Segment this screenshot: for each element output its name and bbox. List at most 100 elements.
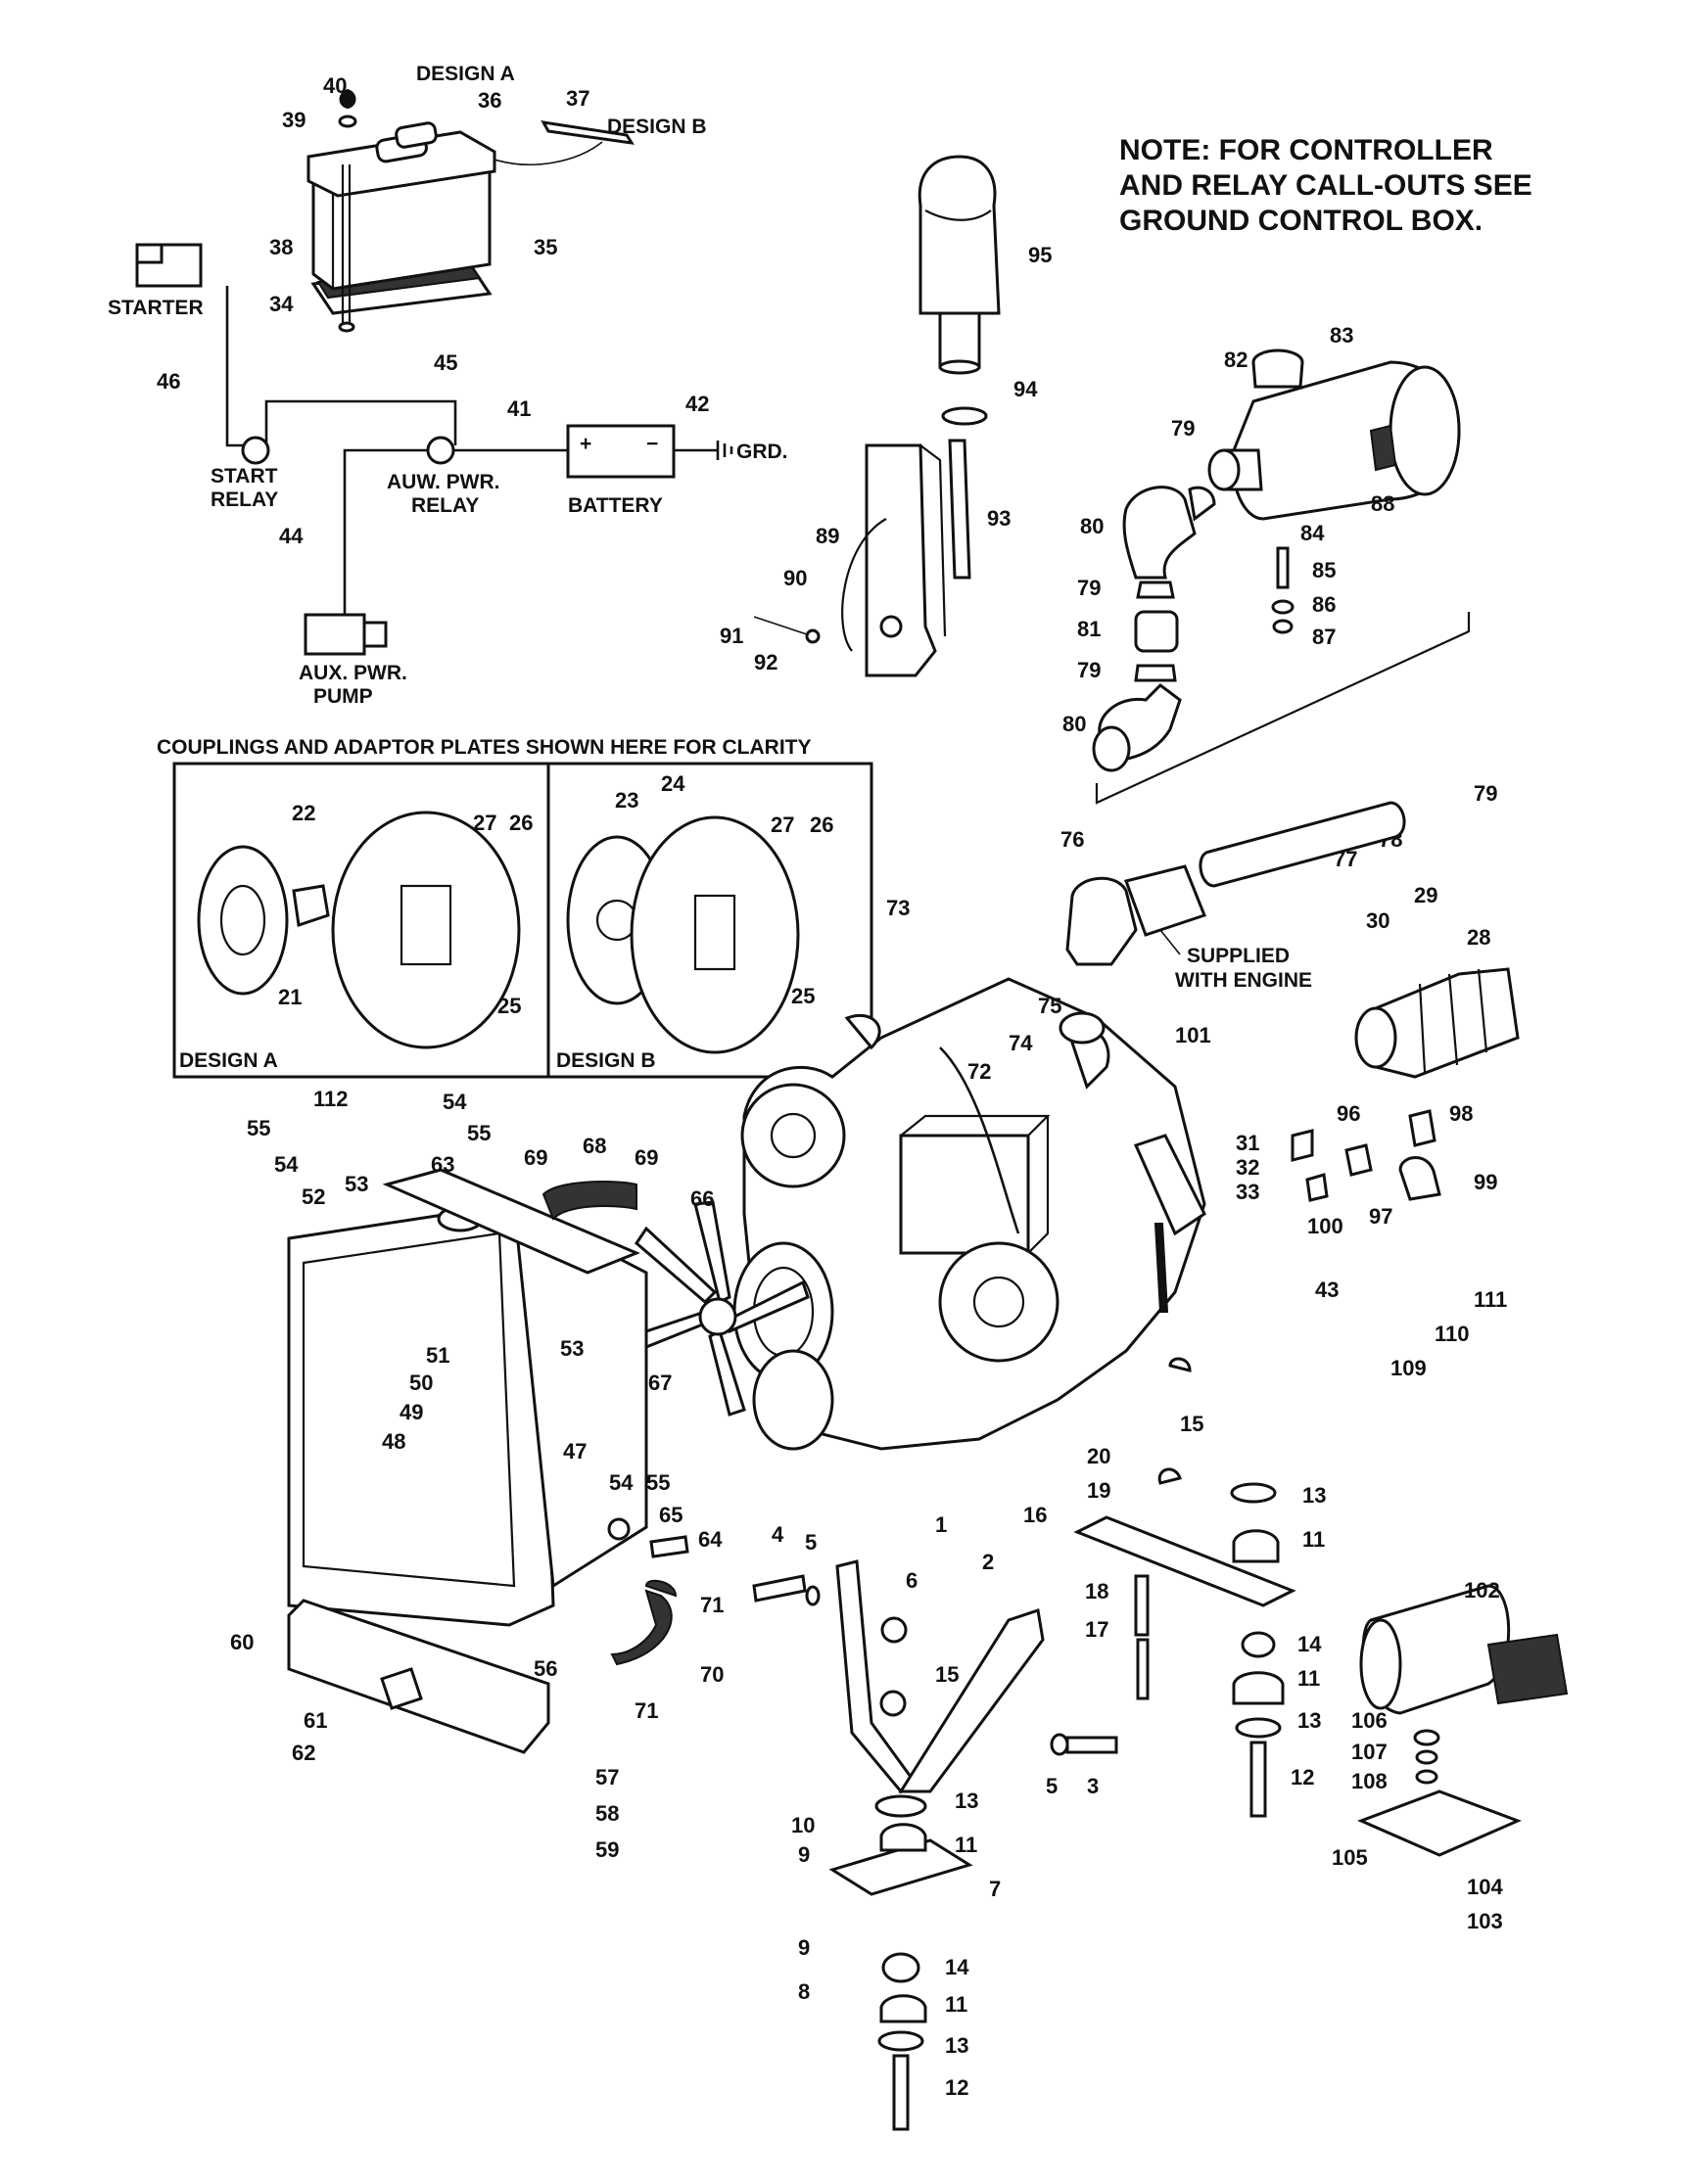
callout-81: 81 <box>1077 617 1101 641</box>
callout-89: 89 <box>816 524 839 548</box>
alternator <box>938 1241 1059 1363</box>
callout-13c: 13 <box>955 1789 978 1813</box>
callout-67: 67 <box>648 1371 672 1395</box>
callout-33: 33 <box>1236 1180 1259 1204</box>
muffler <box>918 155 1001 315</box>
battery-hold-down <box>306 130 496 198</box>
callout-29: 29 <box>1414 883 1437 907</box>
callout-5b: 5 <box>1046 1774 1058 1798</box>
callout-27a: 27 <box>473 811 496 835</box>
callout-4: 4 <box>772 1522 784 1547</box>
callout-1: 1 <box>935 1512 947 1537</box>
callout-12b: 12 <box>945 2075 968 2100</box>
callout-93: 93 <box>987 506 1011 531</box>
callout-84: 84 <box>1300 521 1325 545</box>
callout-32: 32 <box>1236 1155 1259 1180</box>
mount-rail <box>1073 1515 1296 1607</box>
label-start-relay-2: RELAY <box>211 488 278 511</box>
callout-55a: 55 <box>247 1116 270 1140</box>
callout-55b: 55 <box>467 1121 491 1145</box>
callout-72: 72 <box>967 1059 991 1084</box>
callout-96: 96 <box>1337 1101 1360 1126</box>
callout-21: 21 <box>278 985 302 1009</box>
callout-66: 66 <box>690 1186 714 1211</box>
callout-61: 61 <box>304 1708 327 1733</box>
callout-10: 10 <box>791 1813 815 1837</box>
callout-14a: 14 <box>1297 1632 1322 1656</box>
callout-25b: 25 <box>791 984 815 1008</box>
callout-71b: 71 <box>635 1698 658 1723</box>
fan-shroud-top <box>382 1168 640 1275</box>
callout-20: 20 <box>1087 1444 1110 1468</box>
callout-49: 49 <box>400 1400 423 1424</box>
callout-39: 39 <box>282 108 306 132</box>
fan <box>630 1200 810 1417</box>
callout-100: 100 <box>1307 1214 1343 1238</box>
callout-36: 36 <box>478 88 501 113</box>
callout-38: 38 <box>269 235 293 259</box>
callout-57: 57 <box>595 1765 619 1789</box>
label-battery: BATTERY <box>568 494 663 517</box>
label-design-b-top: DESIGN B <box>607 116 707 138</box>
label-aux-pump-2: PUMP <box>313 685 373 708</box>
callout-5a: 5 <box>805 1530 817 1555</box>
callout-99: 99 <box>1474 1170 1497 1194</box>
adaptor-tube <box>1134 610 1179 653</box>
callout-97: 97 <box>1369 1204 1392 1229</box>
hoses <box>541 1181 678 1666</box>
adaptor-plate-a <box>331 811 521 1049</box>
callout-numbers: 40 39 36 37 38 35 34 46 45 41 42 44 95 9… <box>157 73 1507 2100</box>
callout-111: 111 <box>1474 1287 1507 1312</box>
callout-44: 44 <box>279 524 304 548</box>
callout-26b: 26 <box>810 813 833 837</box>
callout-50: 50 <box>409 1371 433 1395</box>
callout-54b: 54 <box>274 1152 299 1177</box>
accessory-unit <box>1357 1584 1569 1857</box>
callout-88: 88 <box>1371 491 1394 516</box>
hydraulic-pump <box>1354 967 1520 1079</box>
callout-8: 8 <box>798 1979 810 2004</box>
design-b-strap <box>541 120 635 145</box>
callout-94: 94 <box>1013 377 1038 401</box>
callout-30: 30 <box>1366 908 1389 933</box>
callout-27b: 27 <box>771 813 794 837</box>
callout-3: 3 <box>1087 1774 1099 1798</box>
callout-79c: 79 <box>1077 658 1101 682</box>
callout-13a: 13 <box>1302 1483 1326 1508</box>
label-design-b-box: DESIGN B <box>556 1049 656 1072</box>
callout-86: 86 <box>1312 592 1336 617</box>
callout-87: 87 <box>1312 625 1336 649</box>
pump-body <box>1374 967 1520 1079</box>
upper-hose <box>541 1181 637 1221</box>
supplied-note: SUPPLIED WITH ENGINE <box>1065 801 1406 992</box>
callout-73: 73 <box>886 896 910 920</box>
callout-101: 101 <box>1175 1023 1211 1047</box>
callout-54c: 54 <box>609 1470 634 1495</box>
accessory-bracket <box>1357 1789 1522 1857</box>
callout-104: 104 <box>1467 1875 1503 1899</box>
radiator <box>287 1168 648 1754</box>
callout-19: 19 <box>1087 1478 1110 1503</box>
callout-28: 28 <box>1467 925 1490 950</box>
callout-11a: 11 <box>1302 1527 1325 1552</box>
callout-37: 37 <box>566 86 589 111</box>
muffler-assembly <box>753 155 1001 677</box>
callout-2: 2 <box>982 1550 994 1574</box>
callout-9a: 9 <box>798 1842 810 1867</box>
label-supplied-1: SUPPLIED <box>1187 945 1290 967</box>
callout-52: 52 <box>302 1185 325 1209</box>
mounts <box>828 1482 1296 2131</box>
callout-9b: 9 <box>798 1935 810 1960</box>
engine <box>732 977 1206 1451</box>
callout-64: 64 <box>698 1527 723 1552</box>
callout-11b: 11 <box>1297 1666 1320 1691</box>
callout-65: 65 <box>659 1503 683 1527</box>
callout-17: 17 <box>1085 1617 1108 1642</box>
callout-85: 85 <box>1312 558 1336 582</box>
callout-105: 105 <box>1332 1845 1368 1870</box>
aux-pump-symbol <box>304 613 366 656</box>
couplings-box: COUPLINGS AND ADAPTOR PLATES SHOWN HERE … <box>157 736 873 1079</box>
callout-63: 63 <box>431 1152 454 1177</box>
callout-95: 95 <box>1028 243 1052 267</box>
